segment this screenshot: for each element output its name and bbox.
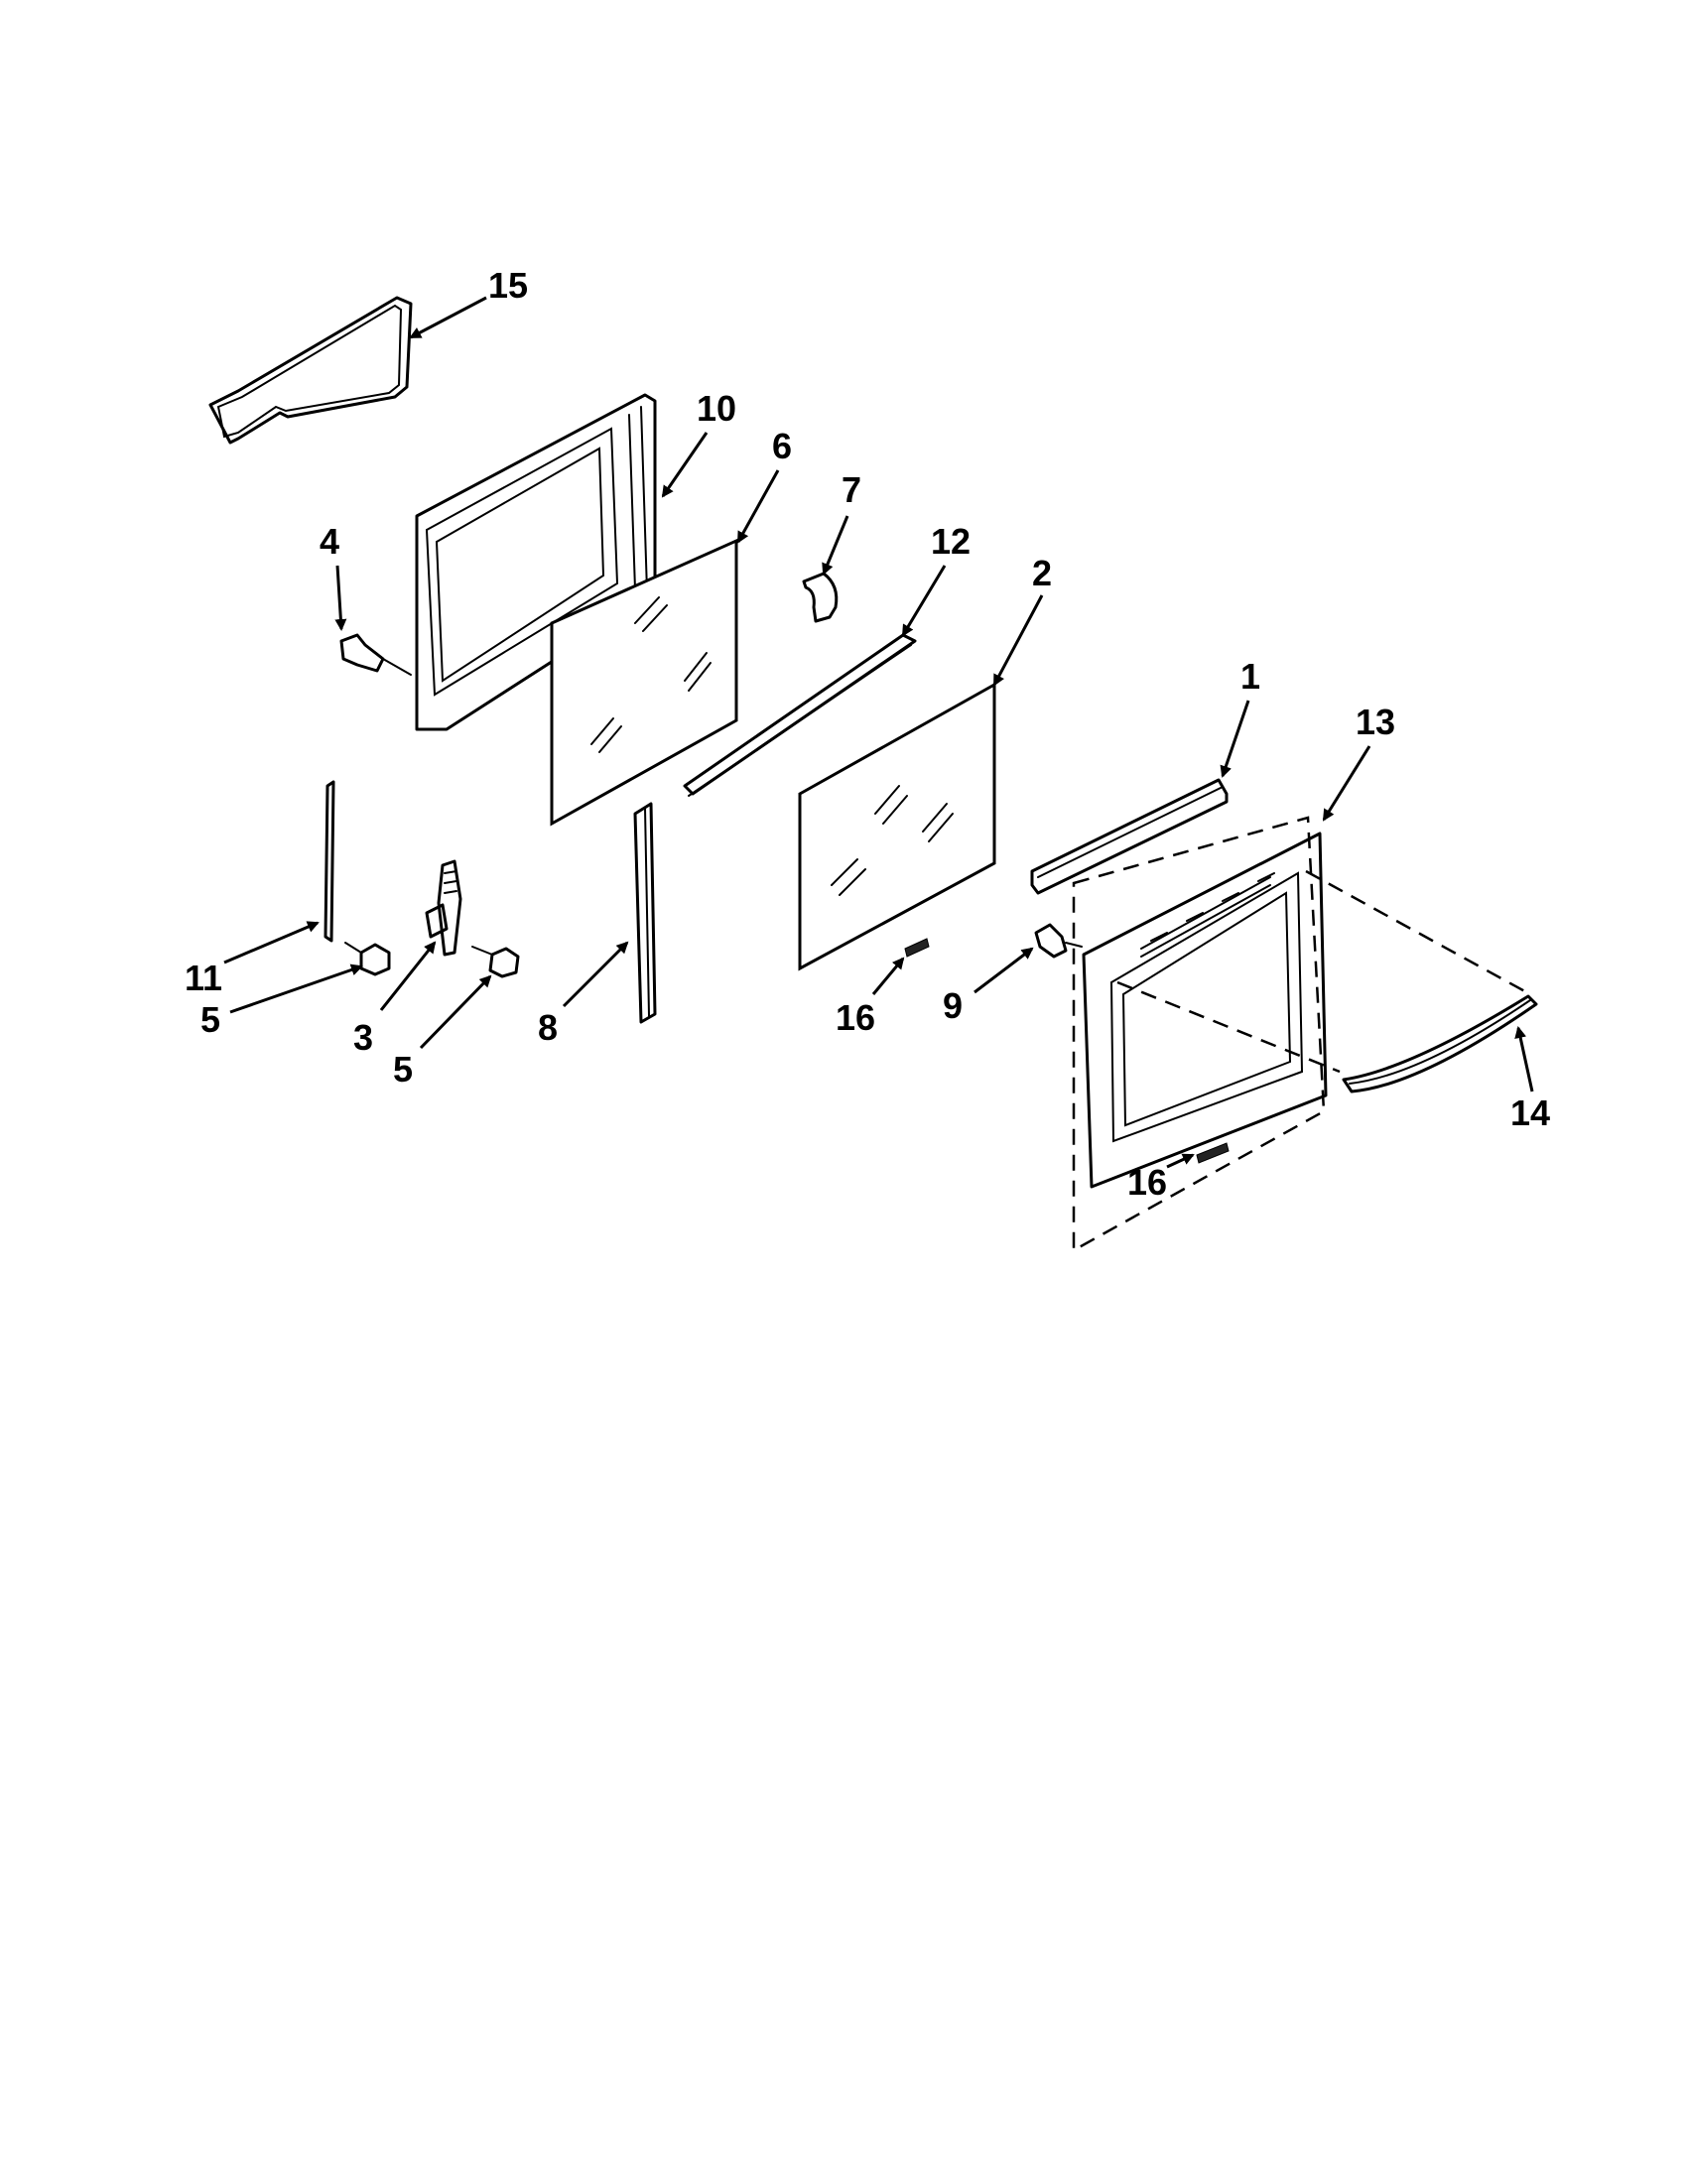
callout-13: 13 <box>1356 702 1395 742</box>
screw-part-5b <box>471 946 520 978</box>
callout-3: 3 <box>353 1017 373 1058</box>
glass-channel <box>683 633 917 797</box>
glass-clip <box>802 572 839 623</box>
leader-8 <box>562 941 629 1008</box>
callout-1: 1 <box>1240 656 1260 697</box>
callout-16a: 16 <box>836 997 875 1038</box>
callout-2: 2 <box>1032 553 1052 593</box>
callout-labels: 15 10 6 7 12 2 4 1 13 11 5 3 5 8 16 9 16… <box>185 265 1550 1203</box>
leader-10 <box>661 432 709 498</box>
badge-part-16b <box>1196 1142 1230 1164</box>
leader-2 <box>992 594 1044 687</box>
callout-16b: 16 <box>1127 1162 1167 1203</box>
leader-14 <box>1514 1026 1534 1092</box>
leader-1 <box>1220 700 1250 778</box>
door-gasket <box>208 296 413 445</box>
leader-4 <box>334 565 347 631</box>
hinge-bracket <box>324 780 335 943</box>
callout-10: 10 <box>697 388 736 429</box>
leader-16b <box>1166 1153 1195 1169</box>
leader-9 <box>974 947 1034 994</box>
leader-7 <box>822 515 849 576</box>
badge-part-16a <box>904 938 930 958</box>
door-hinge <box>425 859 462 957</box>
callout-9: 9 <box>943 985 963 1026</box>
leader-lines <box>223 296 1534 1169</box>
callout-5b: 5 <box>393 1049 413 1090</box>
callout-14: 14 <box>1510 1092 1550 1133</box>
side-channel <box>633 802 657 1024</box>
callout-15: 15 <box>488 265 528 306</box>
callout-12: 12 <box>931 521 971 562</box>
leader-6 <box>736 469 780 544</box>
leader-13 <box>1322 745 1371 822</box>
leader-5b <box>419 974 492 1050</box>
door-top-trim <box>1030 778 1229 895</box>
inner-glass <box>550 538 738 827</box>
leader-12 <box>901 565 947 637</box>
screw-part-4 <box>339 633 412 676</box>
leader-3 <box>379 941 437 1011</box>
outer-glass <box>798 682 996 971</box>
leader-16a <box>871 957 905 995</box>
callout-4: 4 <box>320 521 339 562</box>
door-handle <box>1342 994 1538 1093</box>
callout-5a: 5 <box>200 999 220 1040</box>
leader-15 <box>409 296 487 339</box>
callout-8: 8 <box>538 1007 558 1048</box>
outer-door-assembly <box>1072 816 1531 1253</box>
leader-5a <box>229 964 363 1014</box>
callout-6: 6 <box>772 426 792 466</box>
callout-7: 7 <box>842 469 861 510</box>
leader-11 <box>223 921 320 964</box>
callout-11: 11 <box>185 958 222 998</box>
screw-part-9 <box>1034 923 1083 959</box>
